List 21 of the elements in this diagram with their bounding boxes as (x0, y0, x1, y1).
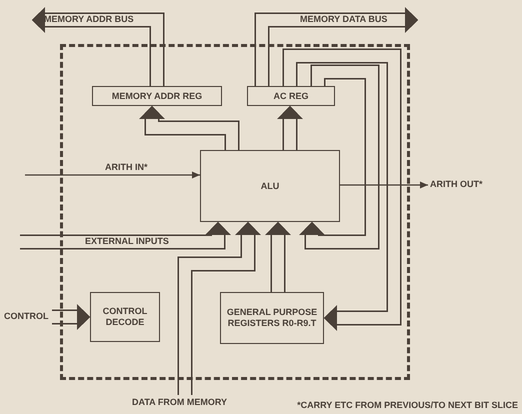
node-label: ALU (260, 180, 280, 192)
arrow (25, 172, 200, 178)
block-box (220, 292, 324, 344)
bus-label: MEMORY ADDR BUS (44, 14, 134, 25)
block-box (200, 150, 340, 222)
block-box (247, 86, 335, 106)
node-label: MEMORY ADDR REG (110, 90, 204, 102)
block-box (90, 292, 160, 342)
bus-label: ARITH IN* (105, 162, 148, 173)
footnote: *CARRY ETC FROM PREVIOUS/TO NEXT BIT SLICE (297, 400, 518, 411)
bus-label: DATA FROM MEMORY (132, 397, 227, 408)
block-box (92, 86, 222, 106)
bus-label: ARITH OUT* (430, 179, 482, 190)
bus-label: MEMORY DATA BUS (300, 14, 388, 25)
chip-boundary (60, 44, 410, 380)
arrow (340, 182, 428, 188)
node-label: CONTROL DECODE (102, 305, 148, 329)
node-label: AC REG (272, 90, 310, 102)
bus-label: CONTROL (4, 311, 48, 322)
node-label: GENERAL PURPOSE REGISTERS R0-R9.T (226, 306, 318, 330)
bus-label: EXTERNAL INPUTS (85, 236, 169, 247)
